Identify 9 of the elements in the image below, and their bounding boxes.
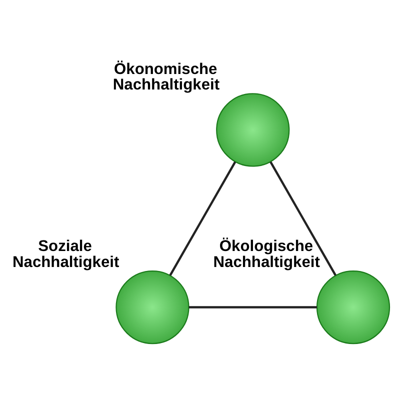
connector <box>270 160 336 276</box>
node-label: Soziale Nachhaltigkeit <box>12 238 120 270</box>
node-label: Ökonomische Nachhaltigkeit <box>112 60 220 93</box>
node-circle <box>316 270 390 344</box>
node-circle <box>216 92 290 166</box>
connector <box>188 306 317 308</box>
connector <box>169 160 236 276</box>
node-circle <box>116 270 190 344</box>
node-label: Ökologische Nachhaltigkeit <box>213 238 320 270</box>
